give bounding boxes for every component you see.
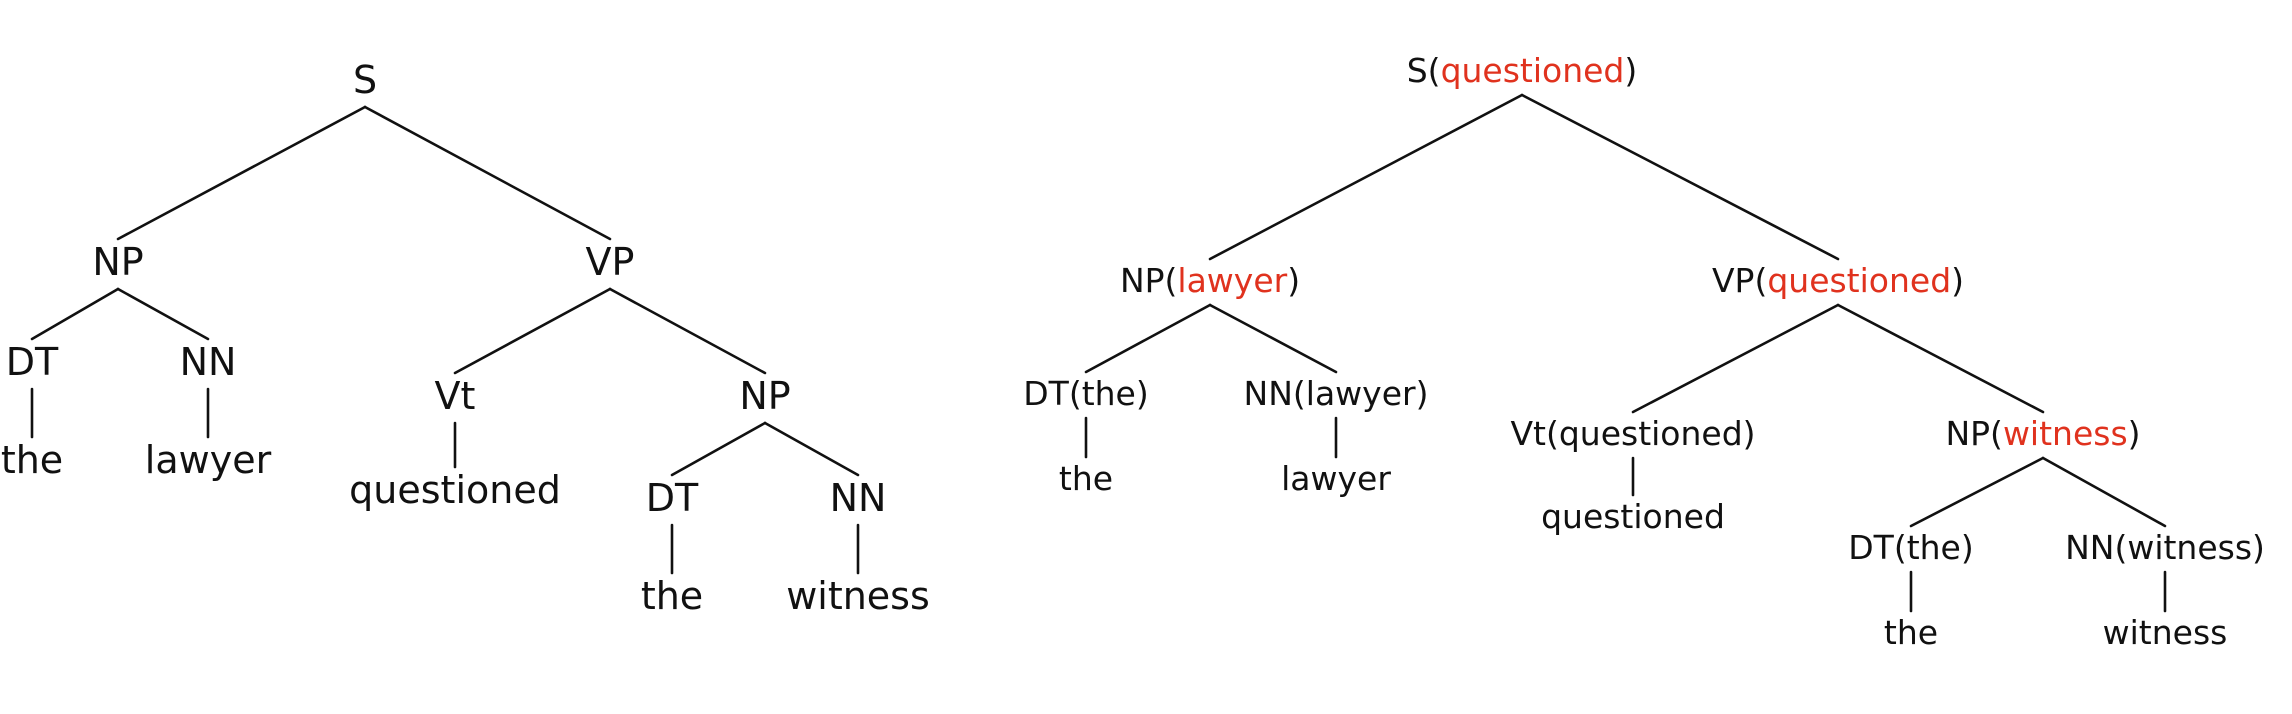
node-label-part: S( <box>1407 51 1441 90</box>
node-r-s: S(questioned) <box>1407 51 1638 90</box>
node-label-part: lawyer <box>145 438 272 482</box>
node-l-the1: the <box>1 438 63 482</box>
edge-r-vp-to-r-vt <box>1631 303 1840 414</box>
node-label-part: NN(witness) <box>2065 528 2265 567</box>
node-label-part: questioned <box>349 468 561 512</box>
node-r-nn1: NN(lawyer) <box>1244 374 1429 413</box>
node-label-part: NP( <box>1120 261 1177 300</box>
node-r-witness: witness <box>2103 613 2228 652</box>
node-l-nn2: NN <box>830 476 887 520</box>
edge-l-np1-to-l-dt1 <box>30 287 120 341</box>
node-label-part: NN(lawyer) <box>1244 374 1429 413</box>
node-label-part: NP <box>739 374 790 418</box>
node-r-dt1: DT(the) <box>1023 374 1148 413</box>
node-l-vt: Vt <box>435 374 476 418</box>
node-l-vp: VP <box>586 240 635 284</box>
edge-r-np1-to-r-nn1 <box>1208 303 1338 374</box>
node-l-nn1: NN <box>180 340 237 384</box>
node-l-questioned: questioned <box>349 468 561 512</box>
node-label-part: ) <box>1624 51 1637 90</box>
node-l-dt2: DT <box>646 476 699 520</box>
node-label-part: Vt(questioned) <box>1510 414 1755 453</box>
edge-l-s-to-l-vp <box>363 105 612 241</box>
node-r-np1: NP(lawyer) <box>1120 261 1300 300</box>
node-r-vt: Vt(questioned) <box>1510 414 1755 453</box>
node-label-part: witness <box>786 574 930 618</box>
node-l-dt1: DT <box>6 340 59 384</box>
node-label-part: VP( <box>1712 261 1767 300</box>
edge-l-vp-to-l-vt <box>453 287 612 375</box>
node-label-part: NP( <box>1945 414 2002 453</box>
node-l-np1: NP <box>92 240 143 284</box>
node-r-lawyer: lawyer <box>1281 459 1391 498</box>
head-word-label: witness <box>2003 414 2128 453</box>
node-label-part: S <box>353 58 377 102</box>
edge-l-vp-to-l-np2 <box>608 287 767 375</box>
head-word-label: questioned <box>1767 261 1951 300</box>
node-r-vp: VP(questioned) <box>1712 261 1964 300</box>
head-word-label: questioned <box>1441 51 1625 90</box>
node-label-part: Vt <box>435 374 476 418</box>
node-l-witness: witness <box>786 574 930 618</box>
node-label-part: lawyer <box>1281 459 1391 498</box>
unlexicalized-parse-tree: S NP VP DT NN the lawyer Vt questioned NP DT NN the w… <box>1 58 930 618</box>
edge-l-np2-to-l-nn2 <box>763 421 860 477</box>
edge-r-s-to-r-vp <box>1520 93 1840 261</box>
node-label-part: DT(the) <box>1023 374 1148 413</box>
lexicalized-parse-tree: S(questioned)NP(lawyer)VP(questioned)DT(… <box>1023 51 2265 652</box>
head-word-label: lawyer <box>1177 261 1287 300</box>
node-r-the1: the <box>1059 459 1113 498</box>
node-label-part: questioned <box>1541 497 1725 536</box>
edge-r-np1-to-r-dt1 <box>1084 303 1212 374</box>
node-label-part: DT(the) <box>1848 528 1973 567</box>
node-label-part: DT <box>646 476 699 520</box>
node-r-the2: the <box>1884 613 1938 652</box>
node-label-part: NN <box>180 340 237 384</box>
edge-l-np1-to-l-nn1 <box>116 287 210 341</box>
node-label-part: DT <box>6 340 59 384</box>
node-r-questioned: questioned <box>1541 497 1725 536</box>
node-r-dt2: DT(the) <box>1848 528 1973 567</box>
node-label-part: NP <box>92 240 143 284</box>
node-label-part: VP <box>586 240 635 284</box>
edge-r-s-to-r-np1 <box>1208 93 1524 261</box>
edge-l-np2-to-l-dt2 <box>670 421 767 477</box>
edge-r-np2-to-r-nn2 <box>2041 456 2167 528</box>
node-l-lawyer: lawyer <box>145 438 272 482</box>
node-label-part: the <box>641 574 703 618</box>
edge-r-np2-to-r-dt2 <box>1909 456 2045 528</box>
node-label-part: witness <box>2103 613 2228 652</box>
node-label-part: the <box>1884 613 1938 652</box>
edge-r-vp-to-r-np2 <box>1836 303 2045 414</box>
node-label-part: ) <box>2128 414 2141 453</box>
node-label-part: the <box>1059 459 1113 498</box>
node-label-part: ) <box>1951 261 1964 300</box>
edge-l-s-to-l-np1 <box>116 105 367 241</box>
node-label-part: the <box>1 438 63 482</box>
node-r-np2: NP(witness) <box>1945 414 2140 453</box>
node-l-s: S <box>353 58 377 102</box>
node-label-part: NN <box>830 476 887 520</box>
node-r-nn2: NN(witness) <box>2065 528 2265 567</box>
node-label-part: ) <box>1287 261 1300 300</box>
node-l-np2: NP <box>739 374 790 418</box>
node-l-the2: the <box>641 574 703 618</box>
